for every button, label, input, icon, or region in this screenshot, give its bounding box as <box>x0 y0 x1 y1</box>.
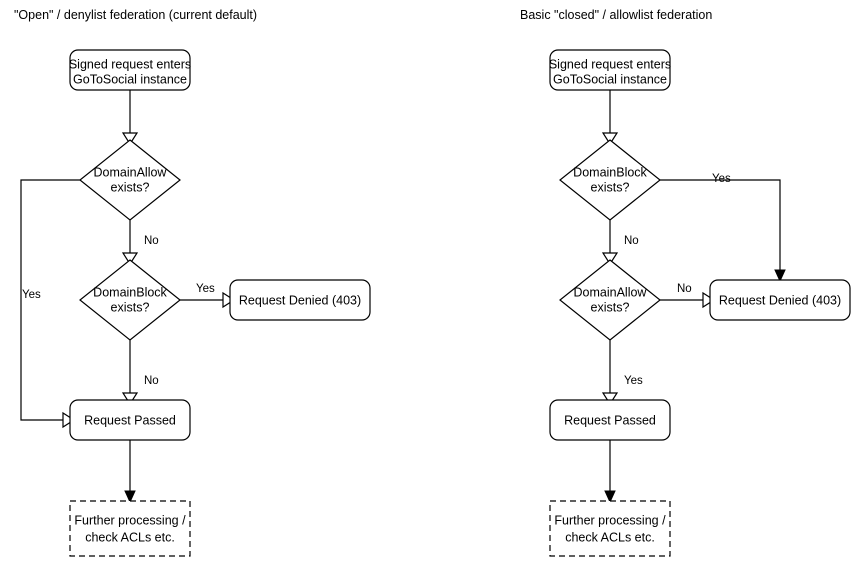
node-request-passed-right: Request Passed <box>549 399 671 441</box>
node-further-processing-right: Further processing / check ACLs etc. <box>549 500 671 557</box>
diagram-title-open-denylist: "Open" / denylist federation (current de… <box>14 8 257 22</box>
node-start-left-line1: Signed request enters <box>69 57 191 71</box>
node-domainallow-left-line2: exists? <box>111 180 150 194</box>
node-further-processing-right-line2: check ACLs etc. <box>565 530 655 544</box>
edge-label-domainblock-yes-left: Yes <box>196 283 215 295</box>
arrowhead-open-domainallow-yes-right <box>601 392 619 406</box>
edge-label-domainblock-yes-right: Yes <box>712 173 731 185</box>
node-request-denied-right-label: Request Denied (403) <box>719 293 841 307</box>
node-domainblock-right-line1: DomainBlock <box>573 165 647 179</box>
node-request-denied-right: Request Denied (403) <box>709 279 851 321</box>
edge-label-domainallow-no-right: No <box>677 283 692 295</box>
node-domainblock-decision-right: DomainBlock exists? <box>559 139 661 221</box>
arrowhead-open-domainallow-no-right <box>702 291 716 309</box>
node-start-left-line2: GoToSocial instance <box>73 72 187 86</box>
node-domainallow-decision-right: DomainAllow exists? <box>559 259 661 341</box>
node-start-right-line1: Signed request enters <box>549 57 671 71</box>
node-domainblock-left-line1: DomainBlock <box>93 285 167 299</box>
edge-label-domainallow-yes-left: Yes <box>22 289 41 301</box>
node-further-processing-left: Further processing / check ACLs etc. <box>69 500 191 557</box>
node-domainallow-right-line1: DomainAllow <box>574 285 648 299</box>
arrowhead-open-domainblock-no-left <box>121 392 139 406</box>
diagram-closed-allowlist: Basic "closed" / allowlist federation Si… <box>520 8 851 557</box>
edge-domainblock-yes-to-denied-right <box>660 179 781 271</box>
edge-label-domainallow-yes-right: Yes <box>624 375 643 387</box>
node-request-denied-left-shape <box>229 279 371 321</box>
arrowhead-open-domainallow-yes-left <box>62 411 76 429</box>
arrowhead-filled-passed-to-further-right <box>604 490 616 504</box>
node-request-denied-left: Request Denied (403) <box>229 279 371 321</box>
node-request-passed-left-label: Request Passed <box>84 413 176 427</box>
node-request-denied-right-shape <box>709 279 851 321</box>
diagram-title-closed-allowlist: Basic "closed" / allowlist federation <box>520 8 712 22</box>
node-further-processing-right-line1: Further processing / <box>554 513 666 527</box>
node-request-passed-left: Request Passed <box>69 399 191 441</box>
arrowhead-open-domainallow-no-left <box>121 252 139 266</box>
arrowhead-filled-passed-to-further-left <box>124 490 136 504</box>
node-domainallow-right-line2: exists? <box>591 300 630 314</box>
node-further-processing-left-shape <box>69 500 191 557</box>
edge-label-domainblock-no-left: No <box>144 375 159 387</box>
node-further-processing-left-line2: check ACLs etc. <box>85 530 175 544</box>
node-further-processing-right-shape <box>549 500 671 557</box>
diagram-open-denylist: "Open" / denylist federation (current de… <box>14 8 371 557</box>
edge-label-domainallow-no-left: No <box>144 235 159 247</box>
node-request-passed-right-label: Request Passed <box>564 413 656 427</box>
arrowhead-open-domainblock-no-right <box>601 252 619 266</box>
node-domainblock-decision-left: DomainBlock exists? <box>79 259 181 341</box>
edge-label-domainblock-no-right: No <box>624 235 639 247</box>
node-domainblock-right-line2: exists? <box>591 180 630 194</box>
arrowhead-filled-domainblock-yes-right <box>774 269 786 283</box>
node-start-right-line2: GoToSocial instance <box>553 72 667 86</box>
node-domainallow-left-line1: DomainAllow <box>94 165 168 179</box>
edge-domainallow-yes-to-passed-left <box>20 179 80 421</box>
node-signed-request-start-right: Signed request enters GoToSocial instanc… <box>549 49 671 91</box>
node-domainallow-decision-left: DomainAllow exists? <box>79 139 181 221</box>
node-domainblock-left-line2: exists? <box>111 300 150 314</box>
node-request-denied-left-label: Request Denied (403) <box>239 293 361 307</box>
arrowhead-open-domainblock-yes-left <box>222 291 236 309</box>
node-signed-request-start-left: Signed request enters GoToSocial instanc… <box>69 49 191 91</box>
arrowhead-open-start-to-domainblock-right <box>601 132 619 146</box>
node-further-processing-left-line1: Further processing / <box>74 513 186 527</box>
arrowhead-open-start-to-domainallow-left <box>121 132 139 146</box>
